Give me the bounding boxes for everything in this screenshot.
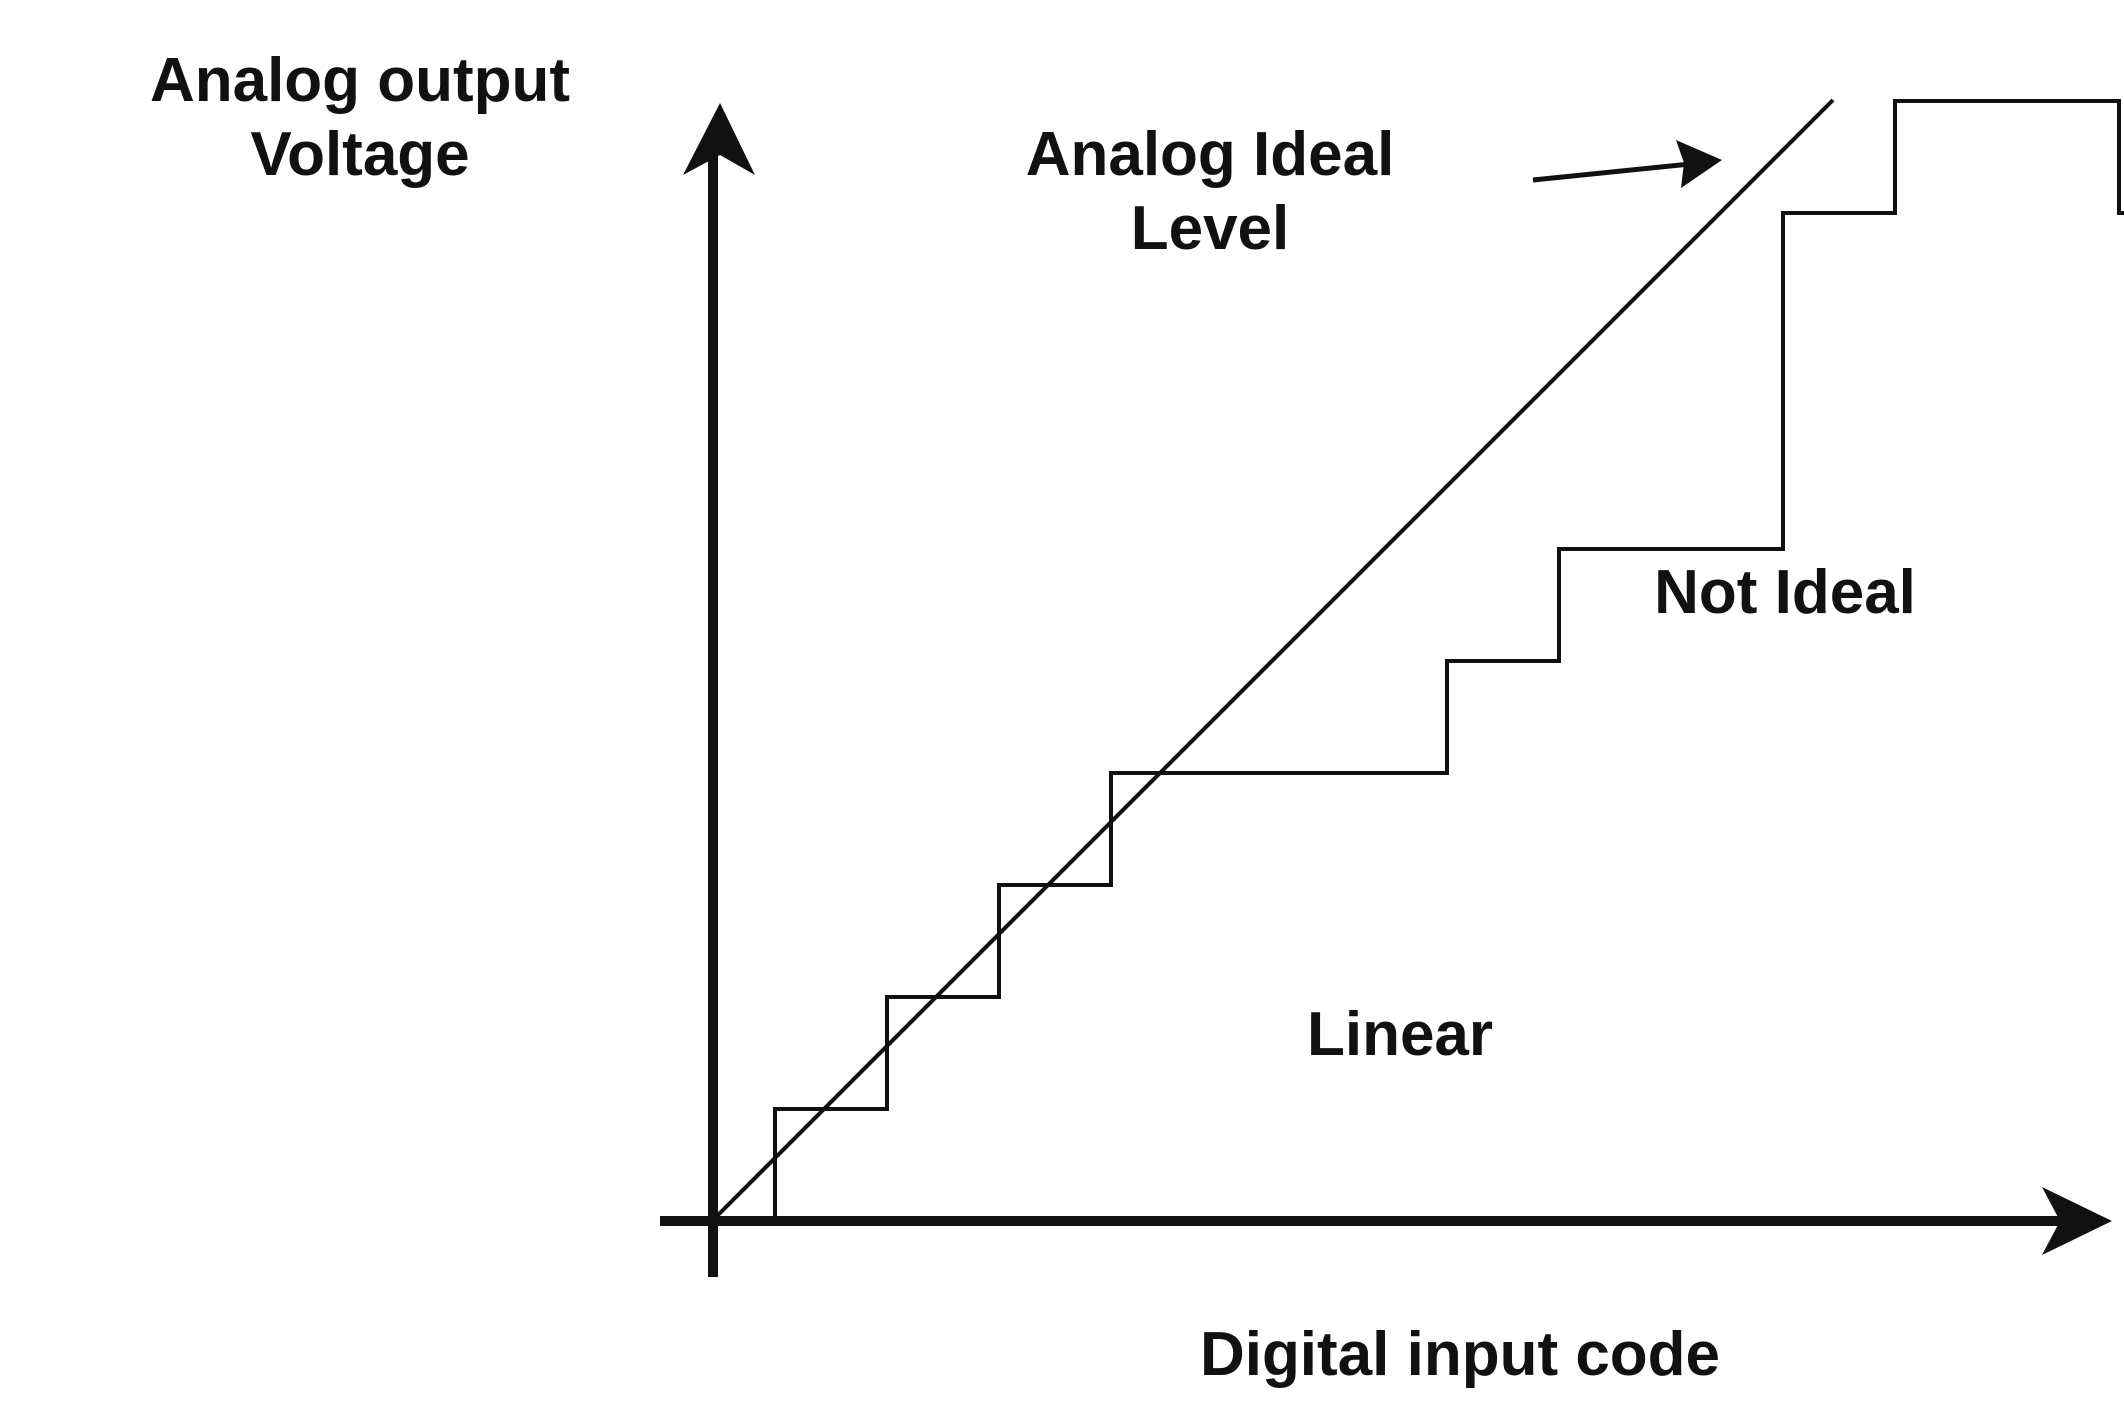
y-axis-label-line2: Voltage [250,120,470,190]
y-axis-arrowhead [683,103,755,175]
x-axis-arrowhead [2042,1187,2112,1255]
y-axis-label: Analog output Voltage [130,44,590,193]
ideal-pointer-arrowhead [1676,140,1722,188]
ideal-transfer-line [715,98,1835,1218]
ideal-pointer-arrow-shaft [1532,161,1691,183]
ideal-level-label: Analog Ideal Level [1000,118,1420,267]
x-axis-label: Digital input code [1199,1320,1721,1389]
not-ideal-label: Not Ideal [1654,558,1916,627]
ideal-level-label-line2: Level [1130,194,1290,264]
y-axis-label-line1: Analog output [149,46,571,115]
linear-label: Linear [1306,1000,1494,1069]
staircase-output-curve [773,99,2124,1221]
ideal-level-label-line1: Analog Ideal [1025,120,1395,189]
